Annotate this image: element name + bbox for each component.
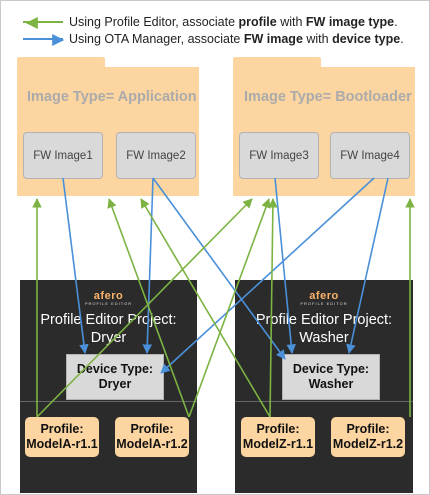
legend-green-text: Using Profile Editor, associate profile … xyxy=(69,15,398,29)
folder-tab-application xyxy=(17,57,105,69)
device-type-box: Device Type:Washer xyxy=(282,354,380,400)
fw-image-box: FW Image4 xyxy=(330,132,410,179)
green-arrow-icon xyxy=(23,21,63,23)
divider xyxy=(20,401,197,402)
divider xyxy=(235,401,413,402)
fw-image-box: FW Image2 xyxy=(116,132,196,179)
folder-application: Image Type= Application FW Image1 FW Ima… xyxy=(17,67,199,196)
device-type-box: Device Type:Dryer xyxy=(66,354,164,400)
folder-title: Image Type= Bootloader xyxy=(244,89,412,105)
legend-blue: Using OTA Manager, associate FW image wi… xyxy=(23,32,404,46)
project-title: Profile Editor Project:Dryer xyxy=(40,312,177,346)
folder-bootloader: Image Type= Bootloader FW Image3 FW Imag… xyxy=(233,67,415,196)
fw-image-box: FW Image3 xyxy=(239,132,319,179)
profile-box: Profile:ModelA-r1.1 xyxy=(25,417,99,457)
profile-box: Profile:ModelA-r1.2 xyxy=(115,417,189,457)
legend-blue-text: Using OTA Manager, associate FW image wi… xyxy=(69,32,404,46)
blue-arrow-icon xyxy=(23,38,63,40)
profile-box: Profile:ModelZ-r1.1 xyxy=(241,417,315,457)
folder-title: Image Type= Application xyxy=(27,89,197,105)
folder-tab-bootloader xyxy=(233,57,321,69)
project-title: Profile Editor Project:Washer xyxy=(255,312,393,346)
fw-image-box: FW Image1 xyxy=(23,132,103,179)
profile-box: Profile:ModelZ-r1.2 xyxy=(331,417,405,457)
legend-green: Using Profile Editor, associate profile … xyxy=(23,15,398,29)
